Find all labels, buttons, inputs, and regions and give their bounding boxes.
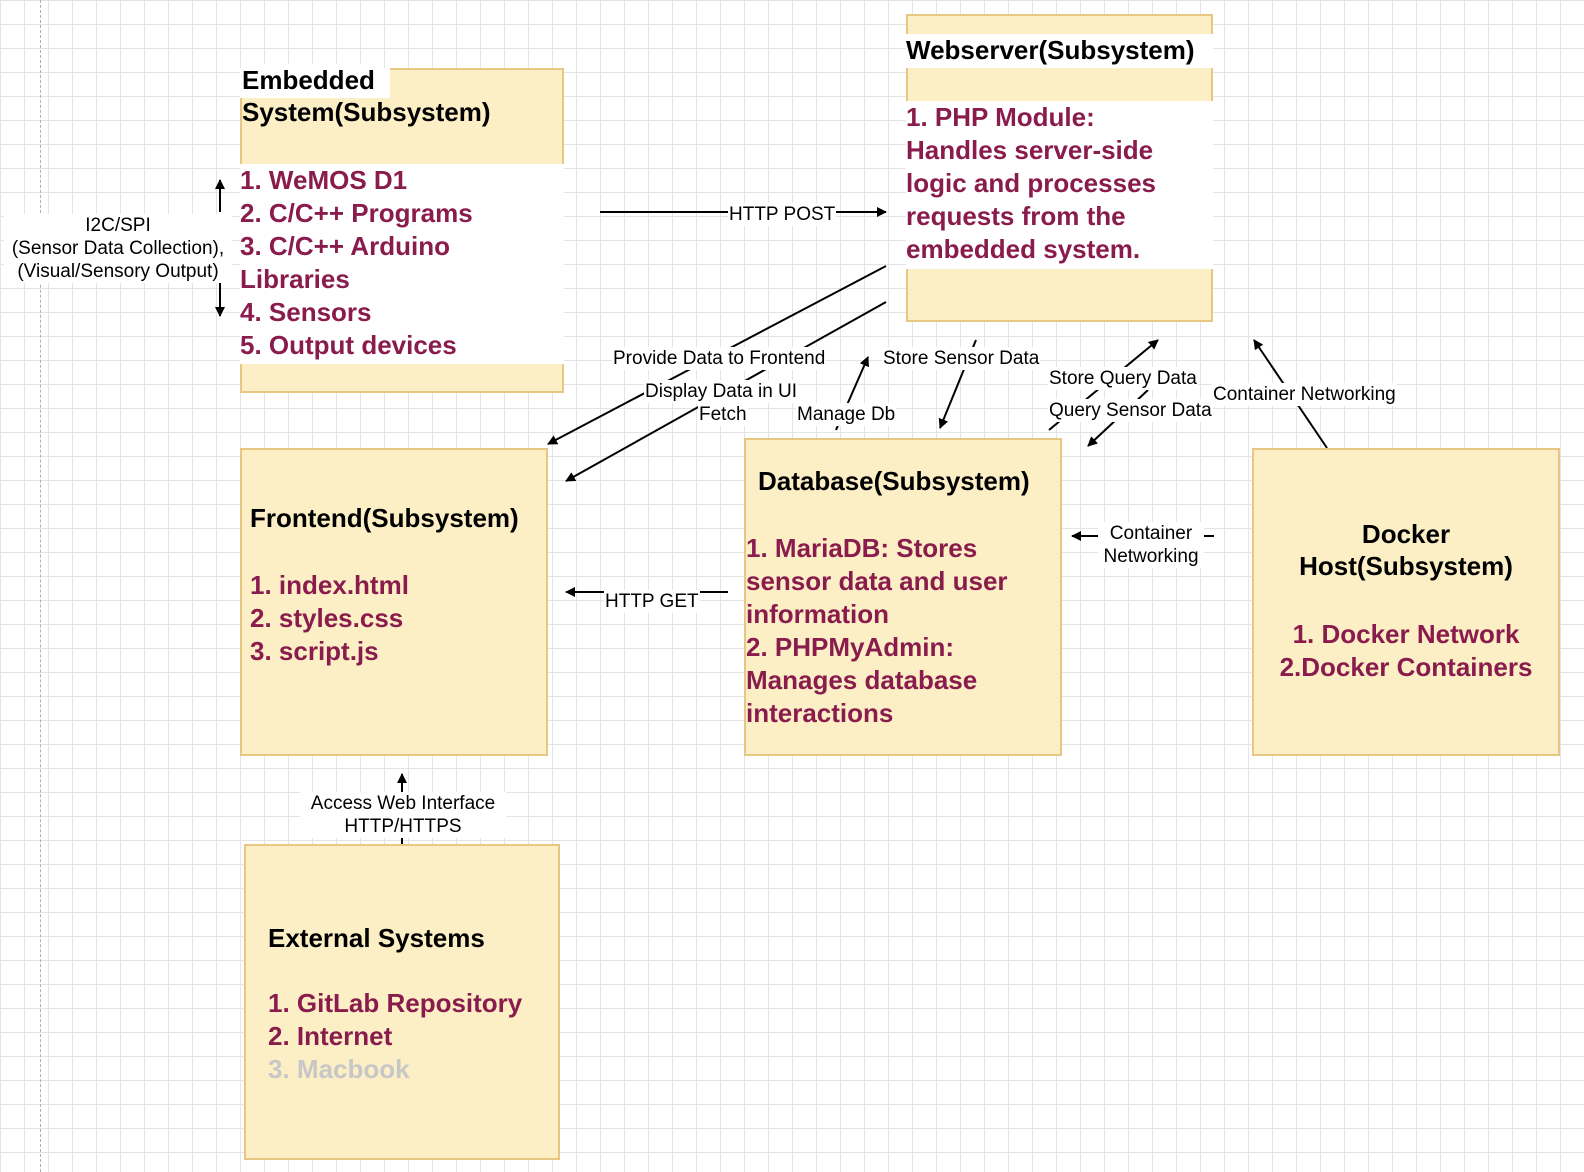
label-container-net-mid-line1: Container [1109, 523, 1193, 544]
list-item: sensor data and user [746, 566, 1008, 596]
list-item: 2. C/C++ Programs [240, 198, 473, 228]
embedded-title: Embedded System(Subsystem) [242, 64, 491, 128]
list-item: 1. index.html [250, 570, 409, 600]
database-items: 1. MariaDB: Stores sensor data and user … [746, 532, 1008, 730]
external-systems-box [244, 844, 560, 1160]
list-item: embedded system. [906, 234, 1141, 264]
label-http-post: HTTP POST [728, 203, 837, 226]
list-item: Libraries [240, 264, 350, 294]
docker-title-line1: Docker [1361, 519, 1451, 549]
label-fetch: Fetch [698, 403, 748, 426]
label-access-web: Access Web Interface HTTP/HTTPS [300, 792, 506, 838]
frontend-items: 1. index.html 2. styles.css 3. script.js [250, 569, 409, 668]
embedded-title-line1: Embedded [242, 64, 375, 96]
list-item: 1. GitLab Repository [268, 988, 523, 1018]
label-query-sensor: Query Sensor Data [1048, 399, 1213, 422]
label-i2c-line1: I2C/SPI [85, 215, 151, 236]
label-display-data: Display Data in UI [644, 380, 799, 403]
list-item: 2.Docker Containers [1279, 652, 1533, 682]
external-title: External Systems [268, 923, 485, 953]
label-http-get: HTTP GET [604, 590, 700, 613]
database-title: Database(Subsystem) [758, 466, 1030, 496]
label-container-net-mid-line2: Networking [1103, 546, 1199, 567]
frontend-title: Frontend(Subsystem) [250, 503, 519, 533]
label-i2c-spi: I2C/SPI (Sensor Data Collection), (Visua… [4, 214, 232, 283]
label-store-query: Store Query Data [1048, 367, 1198, 390]
label-i2c-line3: (Visual/Sensory Output) [17, 261, 219, 282]
webserver-items: 1. PHP Module: Handles server-side logic… [906, 101, 1213, 269]
label-store-sensor: Store Sensor Data [882, 347, 1041, 370]
list-item: requests from the [906, 201, 1126, 231]
list-item: 2. Internet [268, 1021, 393, 1051]
list-item: 5. Output devices [240, 330, 457, 360]
label-container-net-top: Container Networking [1212, 383, 1397, 406]
label-access-web-line1: Access Web Interface [310, 793, 496, 814]
list-item: 3. script.js [250, 636, 379, 666]
list-item: Manages database [746, 665, 978, 695]
list-item: 3. C/C++ Arduino [240, 231, 450, 261]
list-item: 1. WeMOS D1 [240, 165, 408, 195]
list-item: 2. PHPMyAdmin: [746, 632, 955, 662]
list-item: 1. MariaDB: Stores [746, 533, 978, 563]
page-guide-line [40, 0, 41, 1172]
list-item: 1. Docker Network [1292, 619, 1520, 649]
list-item: 1. PHP Module: [906, 102, 1095, 132]
list-item: Handles server-side [906, 135, 1154, 165]
list-item: interactions [746, 698, 894, 728]
label-provide-data: Provide Data to Frontend [612, 347, 827, 370]
external-items: 1. GitLab Repository 2. Internet 3. Macb… [268, 987, 522, 1086]
list-item-faded: 3. Macbook [268, 1054, 410, 1084]
label-access-web-line2: HTTP/HTTPS [344, 816, 462, 837]
docker-host-box [1252, 448, 1560, 756]
embedded-items: 1. WeMOS D1 2. C/C++ Programs 3. C/C++ A… [240, 164, 564, 364]
database-box [744, 438, 1062, 756]
docker-title: Docker Host(Subsystem) [1252, 518, 1560, 582]
frontend-box [240, 448, 548, 756]
docker-title-line2: Host(Subsystem) [1299, 551, 1513, 581]
list-item: information [746, 599, 889, 629]
webserver-title: Webserver(Subsystem) [906, 34, 1213, 68]
list-item: 2. styles.css [250, 603, 404, 633]
label-container-net-mid: Container Networking [1098, 522, 1204, 568]
embedded-title-line2: System(Subsystem) [242, 97, 491, 127]
label-manage-db: Manage Db [796, 403, 897, 426]
docker-items: 1. Docker Network 2.Docker Containers [1252, 618, 1560, 684]
label-i2c-line2: (Sensor Data Collection), [11, 238, 225, 259]
list-item: 4. Sensors [240, 297, 372, 327]
list-item: logic and processes [906, 168, 1156, 198]
